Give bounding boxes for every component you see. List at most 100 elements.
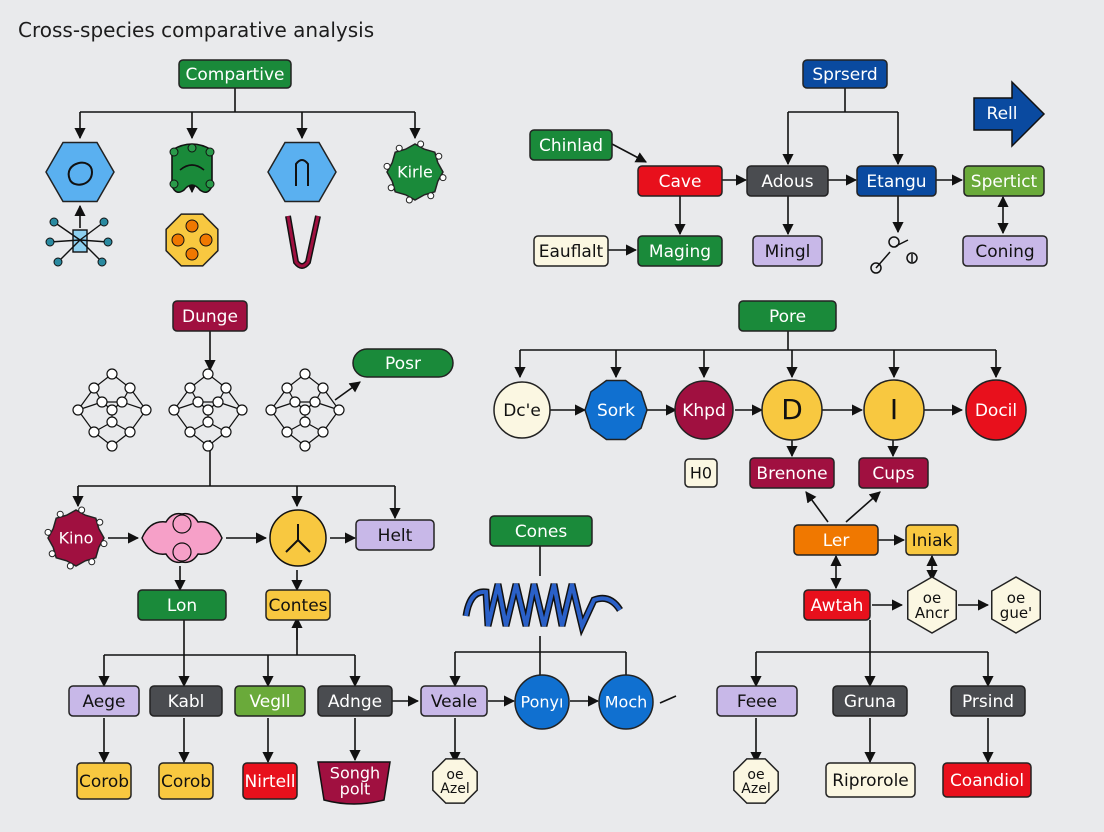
node-label: Riprorole [832,771,909,791]
hexagon-glyph-2-icon[interactable] [267,141,337,203]
node-posr[interactable]: Posr [352,348,454,378]
node-label: H0 [690,464,712,483]
node-label: Vegll [249,692,290,712]
node-khpd[interactable]: Khpd [674,380,734,440]
network-icon [168,368,248,452]
node-label: Cave [659,172,702,192]
node-kirle[interactable]: Kirle [383,140,447,204]
node-adnge[interactable]: Adnge [317,685,393,717]
node-label: D [781,393,803,426]
node-corob-1[interactable]: Corob [76,762,132,800]
node-ler[interactable]: Ler [793,524,879,556]
node-gruna[interactable]: Gruna [832,685,908,717]
node-label: Moch [605,693,648,712]
node-dce[interactable]: Dc'e [493,381,551,439]
node-cones[interactable]: Cones [489,515,593,547]
network-icon [72,368,152,452]
connectors [72,88,1009,764]
u-shape-icon [285,215,321,269]
node-feee[interactable]: Feee [716,685,798,717]
node-cave[interactable]: Cave [637,165,723,197]
node-adous[interactable]: Adous [746,165,829,197]
node-cups[interactable]: Cups [858,457,929,489]
green-protein-icon [169,143,215,194]
node-brenone[interactable]: Brenone [749,457,835,489]
node-label: Eauflalt [539,242,604,262]
node-coning[interactable]: Coning [962,235,1048,267]
node-i[interactable]: I [863,379,925,441]
node-corob-2[interactable]: Corob [158,762,214,800]
node-label: Ler [823,531,850,551]
node-chinlad[interactable]: Chinlad [529,129,613,161]
node-sork[interactable]: Sork [584,379,648,441]
node-label: Mingl [765,242,811,262]
node-comparative[interactable]: Compartive [178,59,292,89]
node-contes[interactable]: Contes [265,589,331,621]
node-label: Adnge [328,692,382,712]
node-label: Compartive [186,65,285,85]
node-label: Veale [431,692,477,712]
yellow-octagon-icon[interactable] [165,213,219,267]
node-label: Etangu [866,172,926,192]
node-label: Aege [82,692,125,712]
node-label: Prsind [962,692,1014,712]
hexagon-glyph-icon[interactable] [45,141,115,203]
node-label: Chinlad [539,136,603,156]
node-label: Feee [737,692,777,712]
node-aege[interactable]: Aege [68,685,140,717]
node-lon[interactable]: Lon [137,589,227,621]
node-label: Cups [872,464,914,484]
node-helt[interactable]: Helt [355,519,435,551]
node-nirtell[interactable]: Nirtell [242,762,298,800]
node-prsind[interactable]: Prsind [950,685,1026,717]
node-sprserd[interactable]: Sprserd [802,59,888,89]
node-maging[interactable]: Maging [637,235,723,267]
arrow-rell-button[interactable]: Rell [973,80,1046,148]
node-pore[interactable]: Pore [738,300,837,332]
network-icon [265,368,345,452]
node-label: Adous [761,172,813,192]
node-kino[interactable]: Kino [44,506,108,570]
node-label: Dc'e [503,401,541,421]
node-kabl[interactable]: Kabl [149,685,223,717]
node-veale[interactable]: Veale [420,685,488,717]
protein-coil-icon [462,583,623,637]
node-h0[interactable]: H0 [684,458,718,488]
node-eauflalt[interactable]: Eauflalt [533,235,609,267]
connector-line [334,381,361,401]
node-label: Iniak [912,531,953,551]
node-iniak[interactable]: Iniak [905,524,959,556]
node-spertict[interactable]: Spertict [963,165,1045,197]
node-ponyi[interactable]: Ponyı [514,674,570,730]
node-label: Ponyı [521,693,564,712]
node-label: Coning [975,242,1034,262]
node-moch[interactable]: Moch [598,674,654,730]
node-label: Gruna [844,692,896,712]
node-label: Rell [987,104,1018,124]
node-vegll[interactable]: Vegll [234,685,306,717]
node-label: Contes [268,596,327,616]
node-etangu[interactable]: Etangu [856,165,937,197]
node-label: Sork [597,401,635,421]
node-label: Sprserd [812,65,877,85]
node-dunge[interactable]: Dunge [172,300,248,332]
node-label: Lon [167,596,197,616]
node-label: Kirle [397,163,433,182]
connector-line [845,491,881,523]
node-coandiol[interactable]: Coandiol [942,762,1032,798]
connector-line [611,143,647,163]
node-mingl[interactable]: Mingl [752,235,823,267]
node-d[interactable]: D [761,379,823,441]
diagram-title: Cross-species comparative analysis [18,18,375,42]
node-awtah[interactable]: Awtah [803,589,871,621]
node-docil[interactable]: Docil [965,379,1027,441]
node-riprorole[interactable]: Riprorole [825,762,916,798]
